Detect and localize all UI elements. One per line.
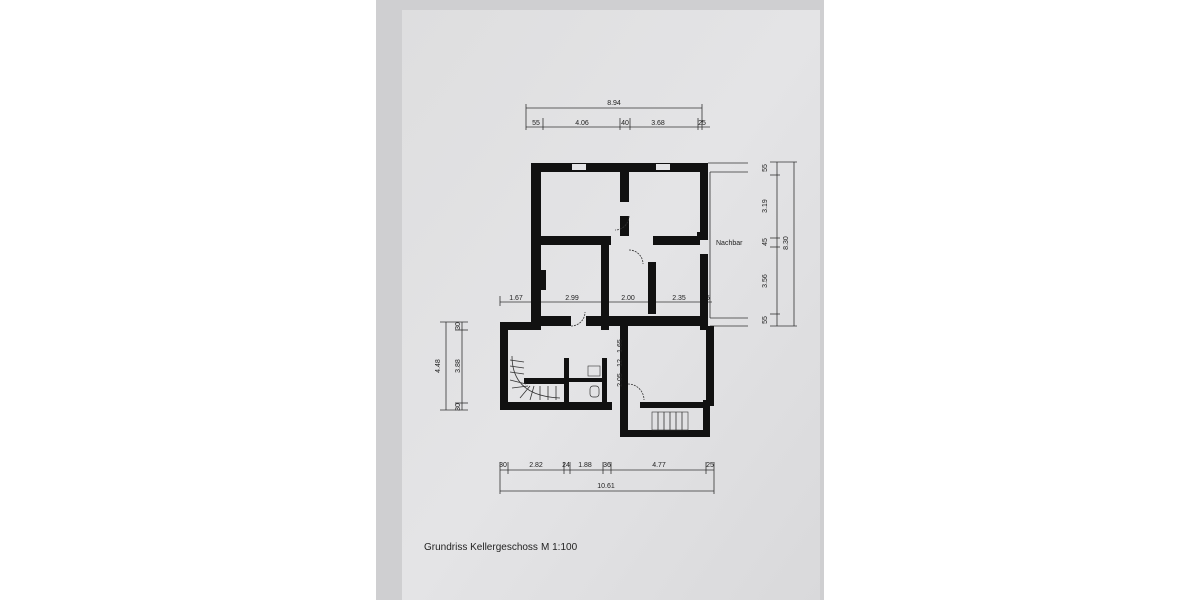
- dim-mid-2: 2.99: [565, 295, 579, 302]
- dim-top-part-0: 55: [532, 120, 540, 127]
- dim-bottom-part-5: 4.77: [652, 462, 666, 469]
- dim-bottom-part-0: 30: [499, 462, 507, 469]
- dims-left: 4.48 3.88 30 30: [435, 321, 468, 411]
- dims-bottom: 30 2.82 24 1.88 36 4.77 25 10.61: [499, 462, 715, 494]
- stair-right: [651, 411, 689, 431]
- dim-left-inner: 3.88: [455, 359, 462, 373]
- dim-left-top: 30: [455, 322, 462, 330]
- dim-bottom-part-1: 2.82: [529, 462, 543, 469]
- dim-mid-6: 2.35: [672, 295, 686, 302]
- neighbor-label: Nachbar: [716, 240, 743, 247]
- paper-sheet: [402, 10, 820, 600]
- dim-right-part-0: 55: [762, 164, 769, 172]
- dim-left-bottom: 30: [455, 403, 462, 411]
- dim-top-part-3: 3.68: [651, 120, 665, 127]
- dim-right-part-1: 3.19: [762, 199, 769, 213]
- dim-top-part-2: 40: [621, 120, 629, 127]
- dim-right-part-3: 3.56: [762, 274, 769, 288]
- dim-mid-4: 2.00: [621, 295, 635, 302]
- dim-left-total: 4.48: [435, 359, 442, 373]
- dim-int-v3: 2.05: [617, 373, 624, 387]
- dims-interior: 1.65 12 2.05: [617, 339, 624, 387]
- dim-bottom-part-4: 36: [603, 462, 611, 469]
- dims-top: 8.94 55 4.06 40 3.68 25: [525, 100, 710, 130]
- caption-title: Grundriss Kellergeschoss: [424, 542, 538, 553]
- neighbor-lines: Nachbar: [708, 162, 748, 327]
- dim-int-v2: 12: [617, 359, 624, 367]
- dim-bottom-total: 10.61: [597, 483, 615, 490]
- stair-left: [509, 355, 561, 401]
- dim-right-part-4: 55: [762, 316, 769, 324]
- dim-right-total: 8.30: [783, 236, 790, 250]
- dim-top-total: 8.94: [607, 100, 621, 107]
- dim-top-part-4: 25: [698, 120, 706, 127]
- dim-right-part-2: 45: [762, 238, 769, 246]
- caption-scale: M 1:100: [541, 542, 578, 553]
- dim-bottom-part-3: 1.88: [578, 462, 592, 469]
- floor-plan: [500, 163, 714, 437]
- dim-mid-0: 1.67: [509, 295, 523, 302]
- dim-bottom-part-6: 25: [706, 462, 714, 469]
- dim-int-v1: 1.65: [617, 339, 624, 353]
- dim-bottom-part-2: 24: [562, 462, 570, 469]
- caption: Grundriss Kellergeschoss M 1:100: [424, 542, 578, 553]
- dim-top-part-1: 4.06: [575, 120, 589, 127]
- dims-right: 55 3.19 45 3.56 55 8.30: [762, 161, 797, 327]
